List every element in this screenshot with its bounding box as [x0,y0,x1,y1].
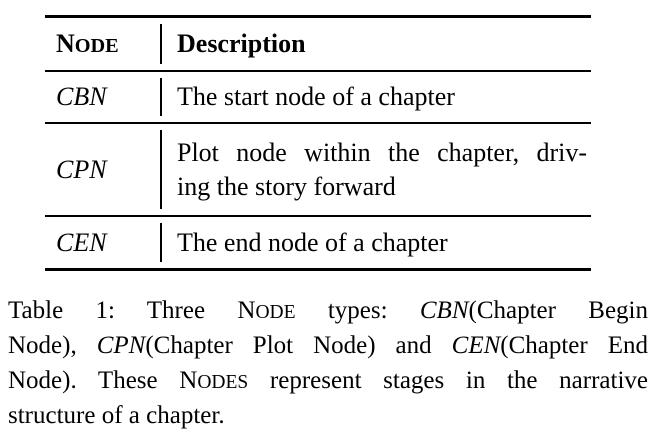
caption-text: (Chapter End [500,332,648,359]
caption-text: represent stages in the narrative [248,367,649,394]
column-divider [160,24,162,64]
caption-text: types: [295,297,420,324]
node-cell: CPN [56,154,107,184]
description-line: Plot node within the chapter, driv- [177,137,587,167]
caption-text: structure of a chapter. [8,402,225,429]
table-header-row: NODE Description [45,18,591,70]
caption-text: Node), [8,332,97,359]
node-smallcaps-rest: ODE [255,302,296,323]
description-cell: The end node of a chapter [162,226,591,260]
description-line: The end node of a chapter [177,227,448,257]
node-types-table: NODE Description CBN The start node of a… [45,15,591,271]
row-divider [45,215,591,217]
nodes-smallcaps-rest: ODES [197,372,249,393]
caption-line-1: Table 1: Three NODE types: CBN(Chapter B… [8,293,648,328]
table-row-cpn: CPN Plot node within the chapter, driv- … [45,124,591,215]
table-caption: Table 1: Three NODE types: CBN(Chapter B… [8,293,648,433]
caption-line-3: Node). These NODES represent stages in t… [8,363,648,398]
description-line: ing the story forward [177,171,396,201]
description-cell: Plot node within the chapter, driv- ing … [162,136,591,204]
row-divider [45,122,591,124]
node-smallcaps-initial: N [237,297,256,324]
header-rule [45,70,591,72]
caption-text: (Chapter Plot Node) and [145,332,452,359]
caption-text: Table 1: Three [8,297,238,324]
description-cell: The start node of a chapter [162,80,591,114]
caption-line-2: Node), CPN(Chapter Plot Node) and CEN(Ch… [8,328,648,363]
node-smallcaps-rest: ODE [74,35,119,57]
table-row-cen: CEN The end node of a chapter [45,217,591,268]
node-cell: CEN [56,227,107,257]
header-cell-description: Description [177,29,306,58]
table-top-rule [45,15,591,18]
description-line: The start node of a chapter [177,82,455,111]
node-cell: CBN [56,82,107,111]
nodes-smallcaps-initial: N [179,367,198,394]
column-divider [160,223,162,262]
header-cell-node: NODE [45,29,160,59]
table-row-cbn: CBN The start node of a chapter [45,72,591,122]
caption-line-4: structure of a chapter. [8,398,648,433]
cen-abbr: CEN [451,332,501,359]
cpn-abbr: CPN [96,332,146,359]
node-smallcaps-initial: N [56,29,75,58]
cbn-abbr: CBN [419,297,469,324]
column-divider [160,130,162,209]
table-bottom-rule [45,268,591,271]
caption-text: Node). These [8,367,180,394]
column-divider [160,78,162,116]
caption-text: (Chapter Begin [468,297,649,324]
